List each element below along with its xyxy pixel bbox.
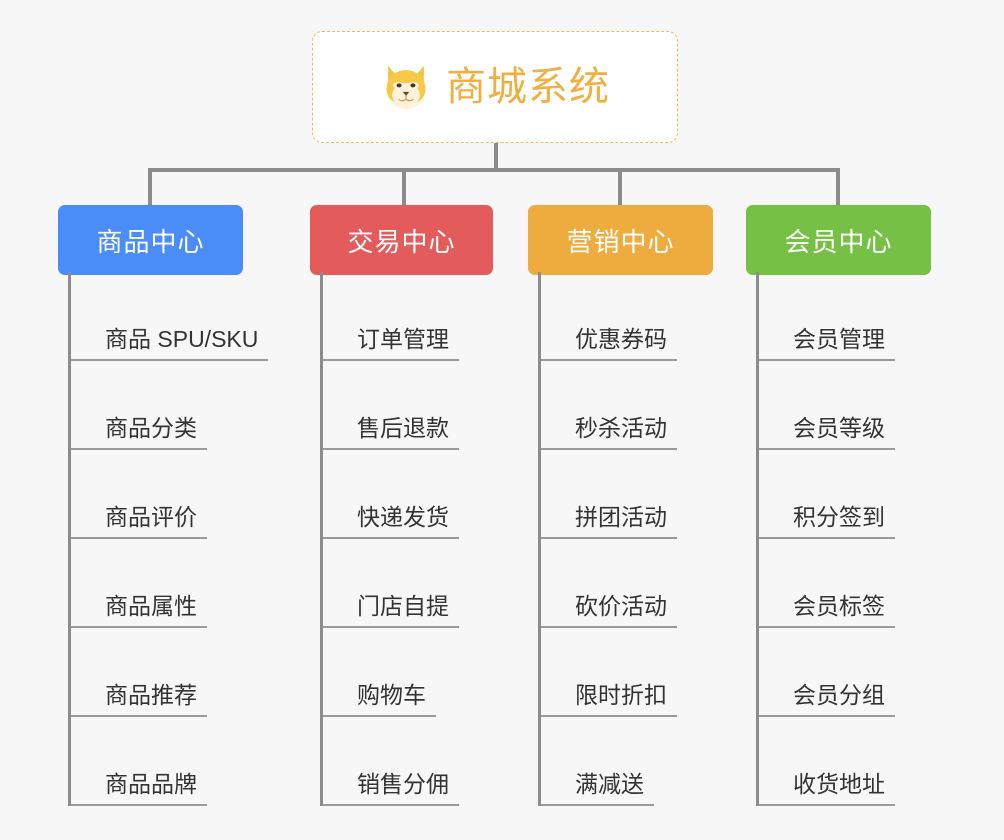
column-spine-2 xyxy=(320,272,323,806)
leaf-item-label: 门店自提 xyxy=(323,595,459,628)
connector-root-stem xyxy=(494,143,498,171)
leaf-item-label: 购物车 xyxy=(323,684,436,717)
leaf-item-label: 商品评价 xyxy=(71,506,207,539)
leaf-item[interactable]: 商品品牌 xyxy=(71,717,207,806)
connector-horizontal-bus xyxy=(148,168,840,172)
leaf-item-label: 销售分佣 xyxy=(323,773,459,806)
category-header-2[interactable]: 交易中心 xyxy=(310,205,493,275)
leaf-item[interactable]: 商品评价 xyxy=(71,450,207,539)
leaf-item-label: 商品品牌 xyxy=(71,773,207,806)
leaf-item-label: 秒杀活动 xyxy=(541,417,677,450)
leaf-item[interactable]: 快递发货 xyxy=(323,450,459,539)
leaf-item-label: 限时折扣 xyxy=(541,684,677,717)
column-spine-1 xyxy=(68,272,71,806)
leaf-item-label: 商品 SPU/SKU xyxy=(71,328,269,361)
column-spine-4 xyxy=(756,272,759,806)
leaf-item[interactable]: 商品 SPU/SKU xyxy=(71,272,269,361)
connector-drop-1 xyxy=(148,168,152,205)
leaf-item-label: 售后退款 xyxy=(323,417,459,450)
leaf-item[interactable]: 商品推荐 xyxy=(71,628,207,717)
category-header-2-label: 交易中心 xyxy=(347,226,456,257)
leaf-item-label: 拼团活动 xyxy=(541,506,677,539)
leaf-item[interactable]: 售后退款 xyxy=(323,361,459,450)
leaf-item[interactable]: 门店自提 xyxy=(323,539,459,628)
column-spine-3 xyxy=(538,272,541,806)
leaf-item[interactable]: 会员分组 xyxy=(759,628,895,717)
leaf-item[interactable]: 会员标签 xyxy=(759,539,895,628)
leaf-item[interactable]: 会员管理 xyxy=(759,272,895,361)
root-title: 商城系统 xyxy=(446,65,610,109)
leaf-item-label: 会员管理 xyxy=(759,328,895,361)
leaf-item[interactable]: 商品分类 xyxy=(71,361,207,450)
leaf-item-label: 会员标签 xyxy=(759,595,895,628)
leaf-item[interactable]: 会员等级 xyxy=(759,361,895,450)
leaf-item-label: 砍价活动 xyxy=(541,595,677,628)
connector-drop-3 xyxy=(618,168,622,205)
leaf-item-label: 优惠券码 xyxy=(541,328,677,361)
category-header-1-label: 商品中心 xyxy=(96,226,205,257)
leaf-item-label: 满减送 xyxy=(541,773,654,806)
leaf-item[interactable]: 销售分佣 xyxy=(323,717,459,806)
leaf-item-label: 商品推荐 xyxy=(71,684,207,717)
leaf-item[interactable]: 砍价活动 xyxy=(541,539,677,628)
category-header-4[interactable]: 会员中心 xyxy=(746,205,931,275)
leaf-item[interactable]: 商品属性 xyxy=(71,539,207,628)
category-header-1[interactable]: 商品中心 xyxy=(58,205,243,275)
leaf-item-label: 会员等级 xyxy=(759,417,895,450)
connector-drop-2 xyxy=(402,168,406,205)
category-header-3-label: 营销中心 xyxy=(566,226,675,257)
category-header-4-label: 会员中心 xyxy=(784,226,893,257)
leaf-item-label: 订单管理 xyxy=(323,328,459,361)
leaf-item[interactable]: 订单管理 xyxy=(323,272,459,361)
leaf-item[interactable]: 限时折扣 xyxy=(541,628,677,717)
leaf-item-label: 会员分组 xyxy=(759,684,895,717)
leaf-item[interactable]: 拼团活动 xyxy=(541,450,677,539)
leaf-item-label: 收货地址 xyxy=(759,773,895,806)
category-header-3[interactable]: 营销中心 xyxy=(528,205,713,275)
leaf-item-label: 快递发货 xyxy=(323,506,459,539)
leaf-item[interactable]: 优惠券码 xyxy=(541,272,677,361)
connector-drop-4 xyxy=(836,168,840,205)
root-node[interactable]: 商城系统 xyxy=(312,31,678,143)
leaf-item[interactable]: 积分签到 xyxy=(759,450,895,539)
leaf-item[interactable]: 满减送 xyxy=(541,717,654,806)
leaf-item[interactable]: 收货地址 xyxy=(759,717,895,806)
leaf-item[interactable]: 秒杀活动 xyxy=(541,361,677,450)
shiba-dog-icon xyxy=(386,65,426,109)
leaf-item-label: 商品属性 xyxy=(71,595,207,628)
leaf-item[interactable]: 购物车 xyxy=(323,628,436,717)
leaf-item-label: 商品分类 xyxy=(71,417,207,450)
leaf-item-label: 积分签到 xyxy=(759,506,895,539)
